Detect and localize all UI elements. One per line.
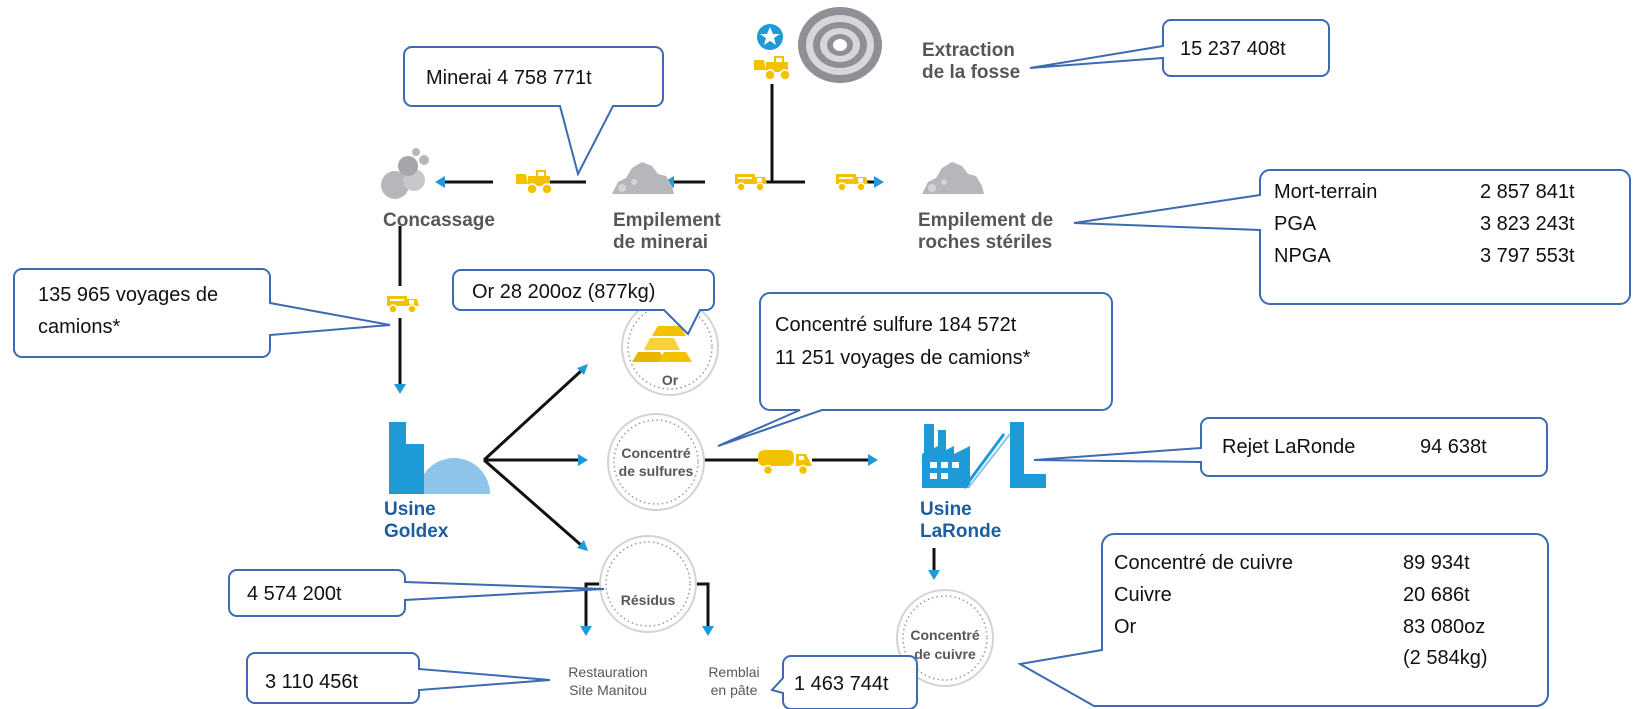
crusher-rock-icon [381, 148, 429, 199]
arrowhead-remblai [702, 626, 714, 636]
remblai-label-1: Remblai [708, 664, 759, 680]
concassage-label: Concassage [383, 210, 495, 231]
arrow-to-restauration [584, 582, 600, 626]
arrowhead-goldex [394, 384, 406, 394]
cuivre-row4-value: (2 584kg) [1403, 647, 1488, 669]
callout-or-prod: Or 28 200oz (877kg) [452, 269, 715, 336]
arrowhead-laronde [868, 454, 878, 466]
sulfures-circle [607, 413, 705, 511]
dump-truck-icon [734, 173, 768, 192]
cuivre-row2-value: 20 686t [1403, 584, 1470, 606]
usine-laronde-label-2: LaRonde [920, 521, 1001, 542]
empilement-roches-label-2: roches stériles [918, 232, 1052, 253]
callout-steriles: Mort-terrain 2 857 841t PGA 3 823 243t N… [1073, 169, 1631, 305]
callout-residus-total: 4 574 200t [228, 569, 605, 617]
cuivre-row3-value: 83 080oz [1403, 616, 1485, 638]
factory-icon [922, 422, 1046, 489]
dump-truck-icon [835, 173, 869, 192]
usine-goldex-label-2: Goldex [384, 521, 449, 542]
residus-label: Résidus [621, 592, 676, 608]
steriles-row2-label: PGA [1274, 213, 1317, 235]
star-icon [757, 24, 783, 50]
or-label: Or [662, 372, 679, 388]
arrowhead-or [577, 364, 588, 375]
or-prod-text: Or 28 200oz (877kg) [472, 281, 655, 303]
cuivre-row1-label: Concentré de cuivre [1114, 552, 1293, 574]
residus-circle [599, 535, 697, 633]
steriles-row3-label: NPGA [1274, 245, 1331, 267]
open-pit-icon [798, 7, 882, 83]
residus-total-text: 4 574 200t [247, 583, 342, 605]
extraction-total-text: 15 237 408t [1180, 38, 1286, 60]
arrow-to-or [482, 369, 583, 462]
cuivre-circle [896, 589, 994, 687]
callout-rejet-laronde: Rejet LaRonde 94 638t [1033, 417, 1548, 477]
callout-extraction-total: 15 237 408t [1029, 19, 1330, 77]
empilement-roches-label-1: Empilement de [918, 210, 1053, 231]
empilement-minerai-label-2: de minerai [613, 232, 708, 253]
usine-goldex-label-1: Usine [384, 499, 436, 520]
minerai-text: Minerai 4 758 771t [426, 67, 592, 89]
callout-minerai: Minerai 4 758 771t [403, 46, 664, 177]
arrowhead-cuivre [928, 570, 940, 580]
extraction-label-2: de la fosse [922, 62, 1020, 83]
voyages-goldex-line2: camions* [38, 316, 120, 338]
gold-bars-icon [632, 326, 692, 362]
arrowhead-sulfures [578, 454, 588, 466]
concentre-cuivre-label-1: Concentré [910, 627, 979, 643]
cuivre-row3-label: Or [1114, 616, 1137, 638]
concentre-sulfures-label-2: de sulfures [619, 463, 694, 479]
dump-truck-icon [386, 295, 420, 314]
sulfures-line2: 11 251 voyages de camions* [775, 347, 1031, 369]
concentre-cuivre-label-2: de cuivre [914, 646, 976, 662]
mill-icon [389, 422, 490, 494]
steriles-row1-label: Mort-terrain [1274, 181, 1377, 203]
concentre-sulfures-label-1: Concentré [621, 445, 690, 461]
arrowhead-residus [577, 540, 588, 551]
arrowhead-concassage [435, 176, 445, 188]
remblai-total-text: 1 463 744t [794, 673, 889, 695]
arrowhead-restauration [580, 626, 592, 636]
sulfures-line1: Concentré sulfure 184 572t [775, 314, 1017, 336]
arrow-to-residus [483, 458, 582, 547]
rejet-laronde-value: 94 638t [1420, 436, 1487, 458]
restauration-label-1: Restauration [568, 664, 647, 680]
steriles-row3-value: 3 797 553t [1480, 245, 1575, 267]
steriles-row2-value: 3 823 243t [1480, 213, 1575, 235]
rock-pile-icon [612, 162, 674, 194]
voyages-goldex-line1: 135 965 voyages de [38, 284, 218, 306]
cuivre-row2-label: Cuivre [1114, 584, 1172, 606]
callout-cuivre: Concentré de cuivre 89 934t Cuivre 20 68… [1017, 533, 1549, 707]
tanker-truck-icon [758, 450, 812, 476]
remblai-label-2: en pâte [711, 682, 758, 698]
callout-sulfures: Concentré sulfure 184 572t 11 251 voyage… [717, 292, 1113, 447]
steriles-row1-value: 2 857 841t [1480, 181, 1575, 203]
loader-icon [515, 169, 553, 195]
callout-remblai-total: 1 463 744t [770, 655, 918, 709]
restauration-total-text: 3 110 456t [265, 671, 358, 693]
empilement-minerai-label-1: Empilement [613, 210, 721, 231]
usine-laronde-label-1: Usine [920, 499, 972, 520]
rock-pile-icon [922, 162, 984, 194]
rejet-laronde-label: Rejet LaRonde [1222, 436, 1355, 458]
callout-voyages-goldex: 135 965 voyages de camions* [13, 268, 391, 358]
arrow-to-remblai [696, 582, 710, 626]
arrowhead-roches [874, 176, 884, 188]
cuivre-row1-value: 89 934t [1403, 552, 1470, 574]
loader-icon [753, 55, 791, 81]
callout-restauration-total: 3 110 456t [246, 652, 551, 704]
restauration-label-2: Site Manitou [569, 682, 647, 698]
extraction-label-1: Extraction [922, 40, 1015, 61]
